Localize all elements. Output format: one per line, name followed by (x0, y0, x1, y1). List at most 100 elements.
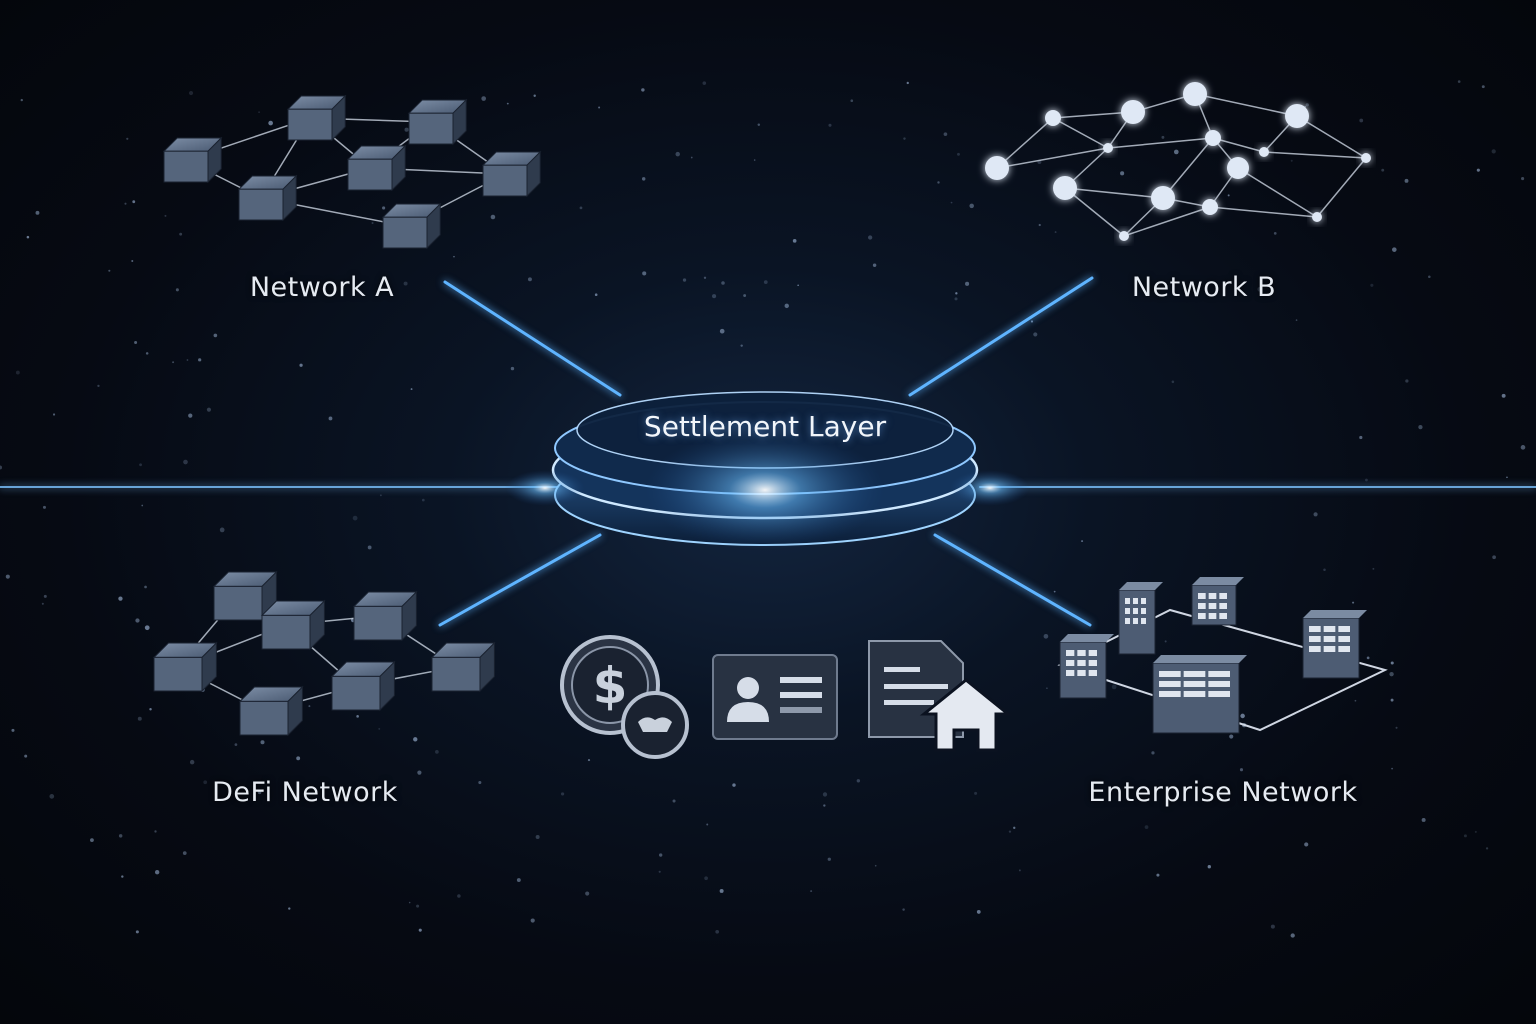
particle (203, 780, 208, 785)
particle (533, 94, 536, 97)
particle (213, 333, 218, 338)
block-cube-icon (346, 144, 407, 192)
particle (1013, 826, 1016, 830)
enterprise-network-graph (1057, 577, 1388, 734)
network-node (1045, 110, 1061, 126)
particle (1366, 656, 1370, 660)
particle (352, 515, 358, 521)
particle (382, 206, 386, 210)
particle (1171, 380, 1175, 384)
particle (1290, 933, 1295, 938)
network-node (1259, 147, 1269, 157)
particle (108, 269, 111, 272)
particle (379, 494, 382, 497)
particle (641, 88, 645, 92)
particle (1030, 320, 1034, 323)
particle (1352, 601, 1355, 604)
particle (1389, 671, 1394, 677)
particle (144, 625, 150, 631)
network-node (1121, 100, 1145, 124)
block-cube-icon (330, 660, 396, 712)
particle (690, 156, 693, 159)
particle (1428, 275, 1431, 279)
particle (1365, 478, 1368, 482)
particle (15, 370, 20, 375)
particle (906, 81, 909, 85)
particle (1404, 178, 1409, 183)
particle (719, 328, 725, 334)
particle (955, 292, 958, 295)
currency-icon: $ (560, 635, 689, 759)
particle (579, 206, 583, 210)
particle (1270, 924, 1275, 929)
beam-network-a (443, 280, 622, 397)
particle (1273, 232, 1277, 235)
particle (721, 281, 725, 285)
particle (1457, 80, 1461, 83)
particle (874, 864, 877, 867)
particle (135, 930, 139, 934)
particle (1305, 103, 1309, 107)
svg-text:$: $ (593, 657, 628, 715)
particle (976, 910, 981, 914)
particle (1491, 149, 1496, 154)
particle (257, 790, 262, 795)
particle (41, 602, 44, 605)
particle (757, 123, 761, 127)
block-cube-icon (260, 599, 326, 651)
particle (1257, 287, 1263, 292)
particle (1313, 512, 1318, 517)
particle (288, 907, 291, 910)
particle (154, 869, 160, 875)
particle (435, 750, 439, 754)
network-node (1312, 212, 1322, 222)
particle (404, 127, 409, 132)
beam-defi (438, 533, 602, 627)
particle (753, 159, 756, 161)
particle (172, 361, 175, 364)
particle (1390, 661, 1394, 665)
particle (856, 779, 861, 783)
particle (641, 177, 646, 181)
block-cube-icon (237, 174, 298, 222)
particle (1164, 640, 1167, 643)
particle (675, 151, 680, 157)
graph-edge (1263, 151, 1367, 159)
block-cube-icon (430, 641, 496, 693)
particle (1008, 830, 1012, 833)
particle (52, 413, 56, 416)
block-cube-icon (481, 150, 542, 198)
particle (371, 221, 374, 225)
particle (535, 835, 540, 840)
particle (797, 284, 799, 287)
particle (658, 870, 661, 873)
building-icon (1302, 610, 1367, 679)
particle (828, 123, 832, 127)
particle (268, 120, 273, 126)
particle (5, 574, 10, 579)
particle (379, 288, 382, 291)
graph-edge (1162, 137, 1214, 199)
particle (1405, 379, 1409, 383)
particle (763, 280, 768, 285)
particle (704, 876, 708, 881)
particle (516, 878, 521, 882)
particle (682, 278, 687, 282)
particle (1229, 734, 1234, 739)
defi-network-label: DeFi Network (212, 777, 398, 808)
particle (642, 271, 647, 276)
particle (328, 416, 333, 421)
particle (594, 293, 598, 297)
particle (1043, 633, 1049, 639)
particle (139, 463, 142, 467)
particle-field (0, 80, 1526, 938)
particle (560, 792, 565, 796)
block-cube-icon (152, 641, 218, 693)
particle (506, 102, 509, 105)
particle (903, 137, 906, 140)
particle (198, 358, 202, 362)
graph-edge (996, 117, 1054, 169)
particle (659, 853, 663, 857)
particle (1111, 684, 1117, 690)
